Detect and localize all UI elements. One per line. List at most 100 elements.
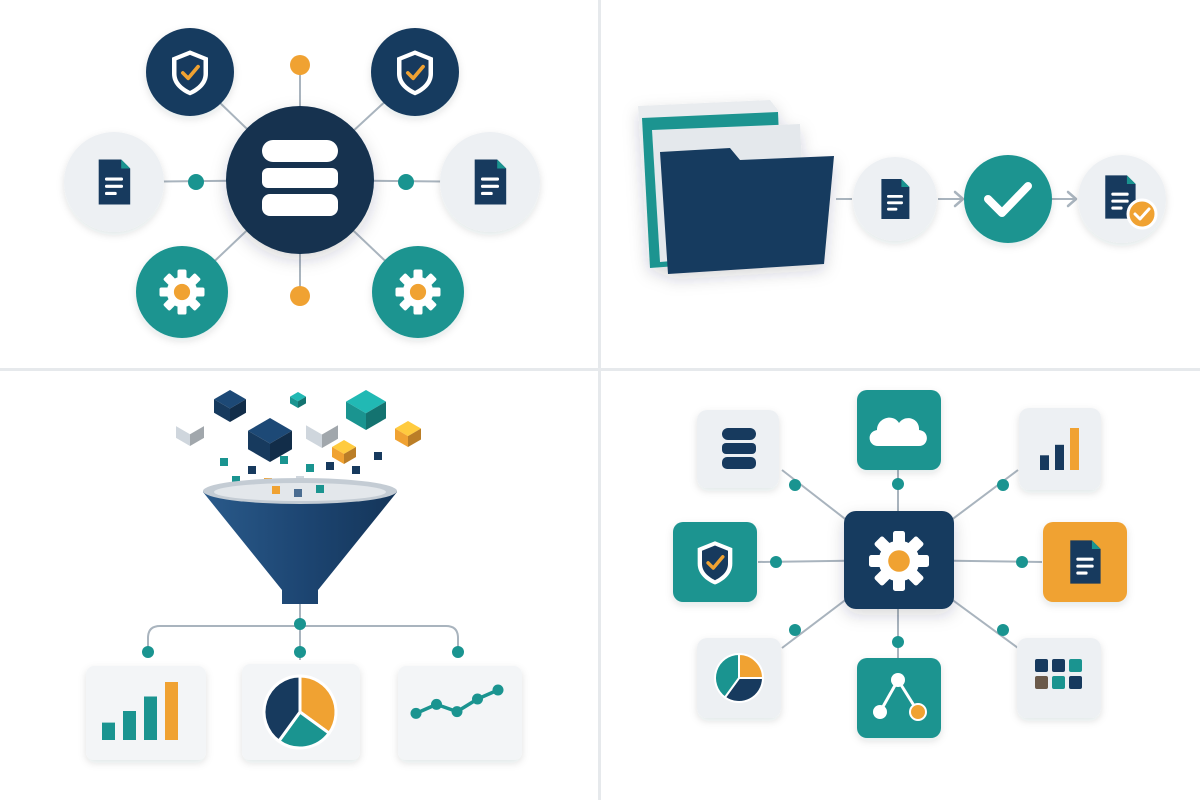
line-chart-point	[431, 698, 442, 710]
check-step-node	[964, 155, 1052, 243]
document-icon	[881, 179, 910, 219]
bar-chart-bar	[144, 696, 157, 740]
connector-node	[142, 646, 154, 658]
data-cubes	[176, 390, 421, 464]
line-chart-icon	[410, 684, 504, 719]
data-particle	[306, 464, 314, 472]
shield-node	[146, 28, 234, 116]
data-particle	[248, 466, 256, 474]
grid-cell	[1035, 659, 1048, 672]
pie-chart-slice	[738, 652, 765, 679]
gear-icon	[869, 531, 929, 591]
data-particle	[232, 476, 240, 484]
line-chart-point	[492, 684, 504, 696]
cube-icon	[306, 416, 338, 448]
document-tile	[1043, 522, 1127, 602]
cube-icon	[248, 418, 292, 462]
pie-chart-slice	[262, 674, 302, 744]
grid-icon	[1035, 659, 1082, 689]
connector-nodes	[770, 478, 1028, 648]
connector-node	[294, 618, 306, 630]
grid-cell	[1052, 659, 1065, 672]
document-node	[64, 132, 164, 232]
panel-integration-hub	[673, 390, 1127, 738]
document-icon	[474, 159, 507, 205]
shield-tile	[673, 522, 757, 602]
gear-node	[372, 246, 464, 338]
document-step-node	[853, 157, 937, 241]
gear-icon	[395, 269, 441, 315]
cube-icon	[214, 390, 246, 422]
line-chart-point	[410, 707, 422, 719]
document-icon	[98, 159, 131, 205]
central-database-node	[226, 106, 374, 254]
pie-chart-slice	[714, 652, 740, 699]
central-gear-tile	[844, 511, 954, 609]
workflow-icon	[873, 673, 927, 721]
connector-node	[294, 646, 306, 658]
database-icon	[262, 140, 338, 216]
document-node	[440, 132, 540, 232]
pie-chart-icon	[714, 652, 765, 703]
database-tile	[697, 410, 779, 488]
cube-icon	[176, 418, 204, 446]
gear-icon	[159, 269, 205, 315]
connector-node	[188, 174, 204, 190]
cloud-icon	[869, 417, 927, 446]
grid-cell	[1069, 676, 1082, 689]
database-icon	[722, 428, 756, 469]
cube-icon	[346, 390, 386, 430]
data-particle	[220, 458, 228, 466]
bar-chart-tile	[1019, 408, 1101, 490]
grid-tile	[1017, 638, 1101, 718]
data-particle	[374, 452, 382, 460]
panel-data-funnel	[86, 390, 522, 760]
data-particle	[294, 489, 302, 497]
pie-chart-icon	[262, 674, 338, 750]
document-icon	[1070, 540, 1101, 584]
shield-node	[371, 28, 459, 116]
grid-cell	[1052, 676, 1065, 689]
bar-chart-bar	[1055, 444, 1064, 470]
bar-chart-bar	[1040, 455, 1049, 470]
data-particle	[352, 466, 360, 474]
approved-document-node	[1078, 155, 1166, 243]
cube-icon	[395, 421, 421, 447]
document-approved-icon	[1105, 175, 1158, 230]
data-particle	[316, 485, 324, 493]
data-particle	[326, 462, 334, 470]
connector-node	[452, 646, 464, 658]
panel-data-hub	[64, 28, 540, 338]
cube-icon	[332, 440, 356, 464]
grid-cell	[1035, 676, 1048, 689]
pie-chart-tile	[697, 638, 781, 718]
line-chart-point	[472, 693, 483, 705]
connector-node	[290, 55, 310, 75]
workflow-tile	[857, 658, 941, 738]
panel-document-pipeline	[638, 100, 1166, 274]
checkmark-icon	[984, 182, 1032, 217]
connector-node	[398, 174, 414, 190]
funnel-icon	[203, 478, 397, 604]
bar-chart-bar	[102, 722, 115, 740]
pipeline-arrows	[953, 190, 1078, 208]
data-particle	[272, 486, 280, 494]
pie-chart-slice	[298, 674, 338, 736]
folder-icon	[638, 100, 834, 274]
pie-chart-slice	[723, 677, 765, 703]
bar-chart-icon	[102, 682, 178, 740]
gear-node	[136, 246, 228, 338]
grid-cell	[1069, 659, 1082, 672]
connector-node	[290, 286, 310, 306]
bar-chart-bar	[165, 682, 178, 740]
pie-chart-slice	[276, 709, 332, 750]
data-particle	[280, 456, 288, 464]
bar-chart-icon	[1040, 428, 1079, 470]
bar-chart-bar	[123, 711, 136, 740]
funnel-inflow	[272, 485, 324, 497]
cube-icon	[290, 392, 306, 408]
line-chart-point	[451, 706, 463, 718]
